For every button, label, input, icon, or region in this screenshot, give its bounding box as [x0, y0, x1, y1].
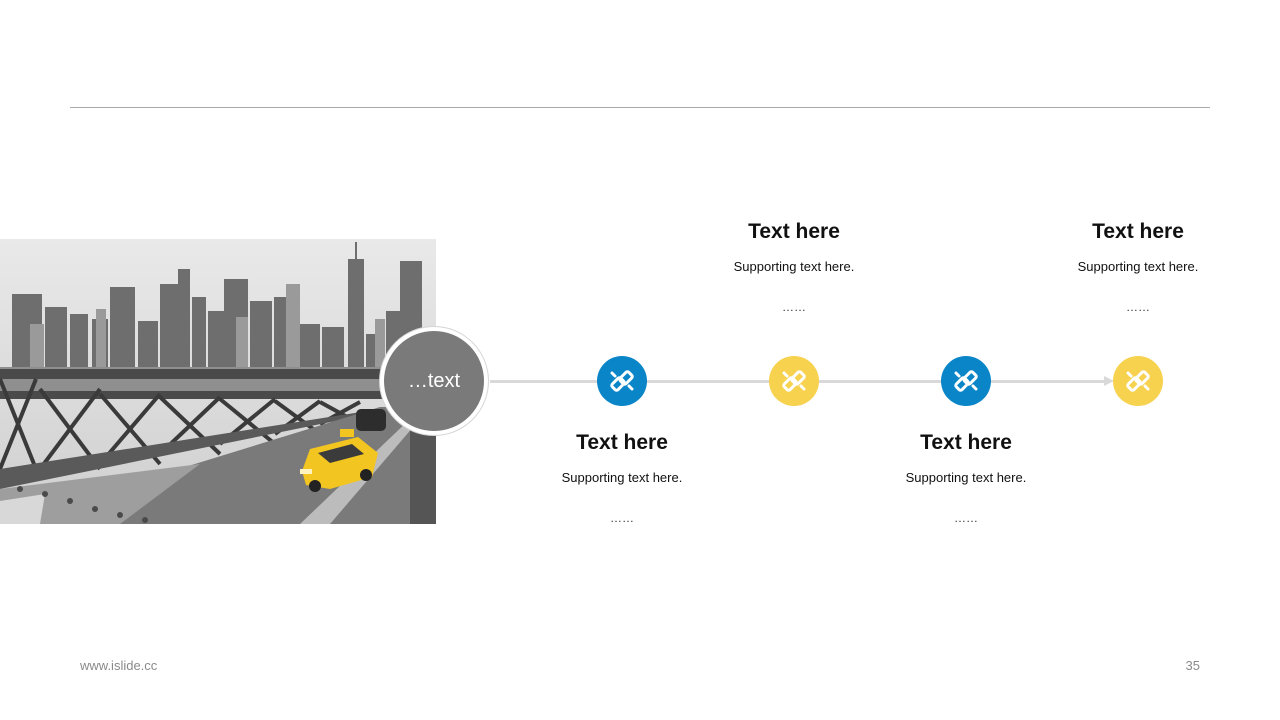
- step-title: Text here: [920, 431, 1012, 454]
- step-ellipsis: ……: [782, 300, 806, 314]
- link-connect-icon: [954, 370, 978, 392]
- step-supporting-text: Supporting text here.: [561, 470, 683, 485]
- link-connect-icon: [610, 370, 634, 392]
- step-node-3: [941, 356, 991, 406]
- center-hub-circle: …text: [380, 327, 488, 435]
- step-ellipsis: ……: [1126, 300, 1150, 314]
- city-bridge-photo: [0, 239, 436, 524]
- step-block-1: Text here Supporting text here. ……: [522, 429, 722, 526]
- hub-label: …text: [407, 369, 461, 392]
- link-connect-icon: [1126, 370, 1150, 392]
- timeline-arrow-head: [1104, 376, 1114, 386]
- step-supporting-text: Supporting text here.: [733, 259, 855, 274]
- step-supporting-text: Supporting text here.: [1077, 259, 1199, 274]
- step-node-2: [769, 356, 819, 406]
- step-block-3: Text here Supporting text here. ……: [866, 429, 1066, 526]
- step-title: Text here: [1092, 220, 1184, 243]
- step-block-4: Text here Supporting text here. ……: [1038, 218, 1238, 315]
- step-node-4: [1113, 356, 1163, 406]
- step-block-2: Text here Supporting text here. ……: [694, 218, 894, 315]
- step-ellipsis: ……: [610, 511, 634, 525]
- page-number: 35: [1185, 658, 1200, 673]
- step-supporting-text: Supporting text here.: [905, 470, 1027, 485]
- footer-website: www.islide.cc: [80, 658, 158, 673]
- step-title: Text here: [576, 431, 668, 454]
- link-connect-icon: [782, 370, 806, 392]
- step-node-1: [597, 356, 647, 406]
- step-title: Text here: [748, 220, 840, 243]
- step-ellipsis: ……: [954, 511, 978, 525]
- header-divider: [70, 107, 1210, 108]
